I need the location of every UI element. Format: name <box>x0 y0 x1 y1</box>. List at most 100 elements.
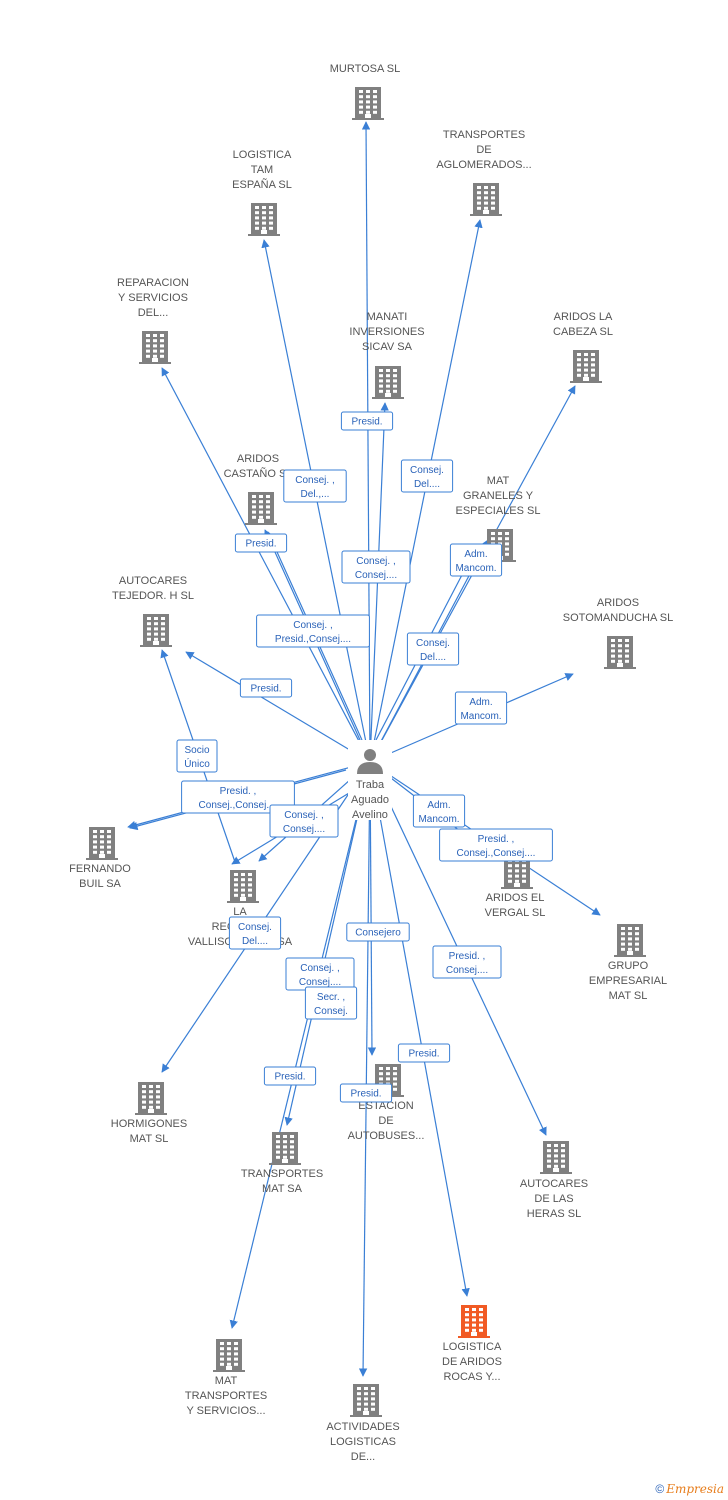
edge-label[interactable]: Presid. ,Consej.... <box>432 945 502 979</box>
svg-text:Presid.: Presid. <box>250 684 281 695</box>
svg-text:Secr. ,Consej.: Secr. ,Consej. <box>314 992 348 1017</box>
edge-to-logistica-aridos <box>373 783 470 1297</box>
svg-text:Presid.: Presid. <box>408 1049 439 1060</box>
edge-label[interactable]: Consejero <box>346 922 410 942</box>
svg-text:Consej. ,Del.,...: Consej. ,Del.,... <box>295 475 334 500</box>
edge-label[interactable]: Consej. ,Del.,... <box>283 469 347 503</box>
company-node-murtosa[interactable]: MURTOSA SL <box>330 63 401 120</box>
svg-text:Adm.Mancom.: Adm.Mancom. <box>460 697 501 722</box>
svg-text:Consejero: Consejero <box>355 928 401 939</box>
edge-label[interactable]: Secr. ,Consej. <box>304 986 358 1020</box>
building-icon <box>140 614 172 647</box>
edge-to-actividades-logisticas <box>358 783 371 1377</box>
edge-label[interactable]: Adm.Mancom. <box>412 794 466 828</box>
edge-label[interactable]: Presid. <box>339 1083 393 1103</box>
svg-text:Presid. ,Consej.,Consej....: Presid. ,Consej.,Consej.... <box>457 834 536 859</box>
svg-text:Consej. ,Consej....: Consej. ,Consej.... <box>299 963 341 988</box>
svg-text:Presid. ,Consej....: Presid. ,Consej.... <box>446 951 488 976</box>
building-icon <box>86 827 118 860</box>
edge-label[interactable]: Adm.Mancom. <box>449 543 503 577</box>
building-icon <box>139 331 171 364</box>
svg-text:Presid.: Presid. <box>245 539 276 550</box>
copyright-icon: © <box>655 1482 665 1496</box>
edge-label[interactable]: Presid. <box>239 678 293 698</box>
edge-label[interactable]: Consej.Del.... <box>228 916 282 950</box>
edge-to-mat-transportes <box>229 783 366 1329</box>
building-icon <box>269 1132 301 1165</box>
building-icon <box>352 87 384 120</box>
edge-label[interactable]: Presid. ,Consej.,Consej.... <box>439 828 553 862</box>
edge-label[interactable]: Consej. ,Consej.... <box>285 957 355 991</box>
edge-label[interactable]: Consej. ,Presid.,Consej.... <box>256 614 370 648</box>
person-icon <box>348 740 392 820</box>
edge-label[interactable]: Presid. ,Consej.,Consej.... <box>181 780 295 814</box>
building-icon <box>227 870 259 903</box>
svg-text:Presid.: Presid. <box>274 1072 305 1083</box>
svg-text:Consej.Del....: Consej.Del.... <box>410 465 444 490</box>
edge-label[interactable]: Consej. ,Consej.... <box>341 550 411 584</box>
edge-label[interactable]: Consej.Del.... <box>400 459 454 493</box>
edge-label[interactable]: Presid. <box>234 533 288 553</box>
edge-label[interactable]: Adm.Mancom. <box>454 691 508 725</box>
building-icon <box>540 1141 572 1174</box>
building-icon <box>604 636 636 669</box>
svg-text:Presid.: Presid. <box>350 1089 381 1100</box>
empresia-logo[interactable]: Empresia <box>666 1482 724 1496</box>
svg-text:Consej.Del....: Consej.Del.... <box>238 922 272 947</box>
edge-label[interactable]: Consej.Del.... <box>406 632 460 666</box>
edge-label[interactable]: Consej. ,Consej.... <box>269 804 339 838</box>
building-icon <box>458 1305 490 1338</box>
edge-label[interactable]: Presid. <box>397 1043 451 1063</box>
building-icon <box>213 1339 245 1372</box>
edge-to-reparacion <box>161 367 361 743</box>
building-icon <box>245 492 277 525</box>
edge-to-estacion-autobuses <box>367 783 377 1056</box>
footer: © Empresia <box>655 1482 724 1496</box>
edge-label[interactable]: Presid. <box>263 1066 317 1086</box>
svg-text:Presid.: Presid. <box>351 417 382 428</box>
company-label: MURTOSA SL <box>330 63 401 75</box>
edge-label[interactable]: Presid. <box>340 411 394 431</box>
svg-text:Consej. ,Consej....: Consej. ,Consej.... <box>355 556 397 581</box>
svg-text:Consej.Del....: Consej.Del.... <box>416 638 450 663</box>
